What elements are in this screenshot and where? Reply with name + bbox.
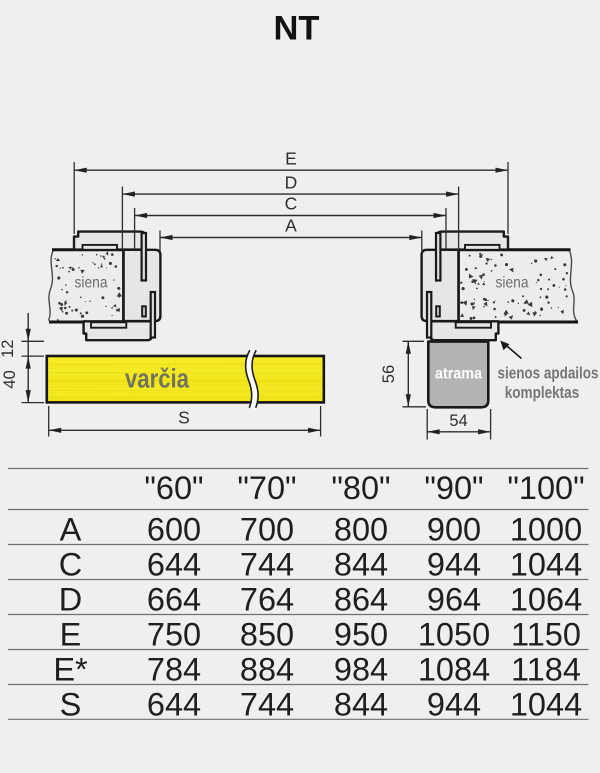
- svg-text:A: A: [285, 216, 297, 236]
- svg-text:864: 864: [334, 582, 388, 618]
- svg-text:664: 664: [147, 582, 201, 618]
- svg-text:S: S: [60, 686, 82, 722]
- svg-text:750: 750: [147, 617, 201, 653]
- svg-text:atrama: atrama: [435, 366, 482, 383]
- svg-text:D: D: [59, 582, 82, 618]
- svg-text:E: E: [60, 617, 82, 653]
- svg-text:siena: siena: [75, 275, 108, 292]
- svg-text:944: 944: [427, 686, 481, 722]
- svg-text:764: 764: [240, 582, 294, 618]
- svg-text:sienos apdailos: sienos apdailos: [498, 363, 599, 382]
- svg-text:"100": "100": [507, 470, 584, 506]
- svg-text:944: 944: [427, 547, 481, 583]
- svg-text:1044: 1044: [510, 547, 582, 583]
- svg-text:1064: 1064: [510, 582, 582, 618]
- svg-text:700: 700: [240, 512, 294, 548]
- svg-text:744: 744: [240, 547, 294, 583]
- svg-text:siena: siena: [496, 275, 529, 292]
- svg-text:1150: 1150: [511, 617, 581, 653]
- svg-text:54: 54: [449, 412, 467, 430]
- svg-text:E: E: [285, 149, 297, 169]
- svg-text:komplektas: komplektas: [505, 383, 580, 402]
- svg-text:S: S: [178, 408, 190, 428]
- svg-text:40: 40: [1, 370, 19, 388]
- svg-text:984: 984: [334, 652, 388, 688]
- svg-text:600: 600: [147, 512, 201, 548]
- svg-text:884: 884: [240, 652, 294, 688]
- svg-text:644: 644: [147, 686, 201, 722]
- svg-text:12: 12: [0, 340, 17, 358]
- svg-text:"80": "80": [331, 470, 390, 506]
- svg-text:1050: 1050: [418, 617, 490, 653]
- svg-text:"90": "90": [424, 470, 483, 506]
- svg-text:784: 784: [147, 652, 201, 688]
- svg-text:C: C: [59, 547, 82, 583]
- svg-text:E*: E*: [53, 652, 88, 688]
- svg-text:844: 844: [334, 686, 388, 722]
- svg-text:"60": "60": [144, 470, 203, 506]
- svg-text:800: 800: [334, 512, 388, 548]
- svg-text:1044: 1044: [510, 686, 582, 722]
- svg-text:C: C: [285, 194, 298, 214]
- svg-text:varčia: varčia: [125, 364, 190, 394]
- svg-text:NT: NT: [274, 10, 320, 48]
- svg-text:A: A: [60, 512, 82, 548]
- svg-text:850: 850: [240, 617, 294, 653]
- svg-text:D: D: [285, 172, 298, 192]
- svg-text:900: 900: [427, 512, 481, 548]
- svg-text:1084: 1084: [418, 652, 490, 688]
- svg-text:1184: 1184: [511, 652, 581, 688]
- svg-text:1000: 1000: [510, 512, 582, 548]
- svg-text:744: 744: [240, 686, 294, 722]
- svg-text:950: 950: [334, 617, 388, 653]
- svg-text:"70": "70": [237, 470, 296, 506]
- svg-text:644: 644: [147, 547, 201, 583]
- svg-text:844: 844: [334, 547, 388, 583]
- svg-text:56: 56: [380, 365, 398, 383]
- svg-text:964: 964: [427, 582, 481, 618]
